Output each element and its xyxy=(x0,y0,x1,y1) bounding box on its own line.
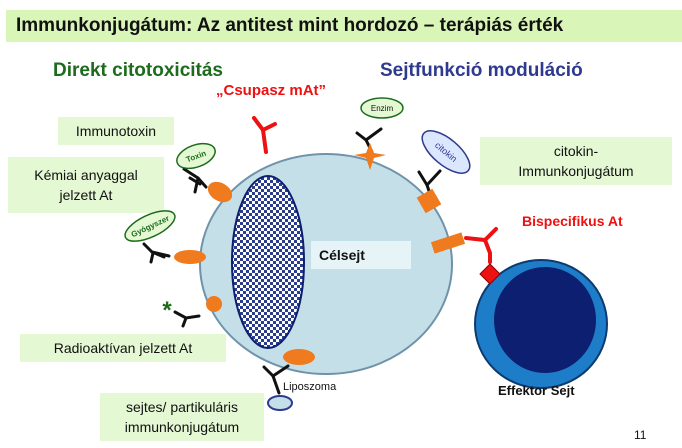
liposzoma-bead xyxy=(267,395,293,411)
label-effektor-sejt: Effektor Sejt xyxy=(498,383,575,398)
box-radioaktivan-jelzett: Radioaktívan jelzett At xyxy=(20,334,226,362)
csupasz-antibody xyxy=(252,116,277,154)
radioaktiv-star-icon: * xyxy=(162,297,172,324)
liposzoma-payload xyxy=(283,349,315,365)
slide-title: Immunkonjugátum: Az antitest mint hordoz… xyxy=(6,10,682,42)
heading-direkt-citotoxicitas: Direkt citotoxicitás xyxy=(53,60,223,81)
box-sejtes-partikularis: sejtes/ partikuláris immunkonjugátum xyxy=(100,393,264,441)
radioaktiv-antibody xyxy=(173,310,201,328)
toxin-oval xyxy=(176,142,216,170)
target-cell-nucleus xyxy=(231,175,305,349)
citokin-oval xyxy=(421,130,471,174)
label-bispecifikus-at: Bispecifikus At xyxy=(522,213,623,229)
label-celsejt: Célsejt xyxy=(311,241,411,269)
bispecifikus-antibody xyxy=(464,227,498,264)
box-citokin-immunkonjugatum: citokin- Immunkonjugátum xyxy=(480,137,672,185)
enzim-star-payload xyxy=(354,143,386,170)
box-immunotoxin: Immunotoxin xyxy=(58,117,174,145)
heading-sejtfunkcio-modulacio: Sejtfunkció moduláció xyxy=(380,60,583,81)
toxin-payload xyxy=(207,181,233,203)
gyogyszer-antibody xyxy=(142,242,171,264)
bispecifikus-orange-payload xyxy=(430,232,466,254)
gyogyszer-payload xyxy=(174,250,206,264)
bispecifikus-red-diamond xyxy=(479,263,501,285)
gyogyszer-oval xyxy=(124,210,176,242)
label-csupasz-mat: „Csupasz mAt” xyxy=(216,82,327,99)
label-liposzoma: Liposzoma xyxy=(283,381,337,393)
liposzoma-antibody xyxy=(262,364,290,395)
immunotoxin-antibody xyxy=(182,167,208,194)
page-number: 11 xyxy=(634,428,647,442)
effektor-cell-nucleus xyxy=(494,267,596,373)
enzim-oval-label: Enzim xyxy=(371,104,394,113)
box-kemiai-anyaggal-jelzett: Kémiai anyaggal jelzett At xyxy=(8,157,164,213)
citokin-payload xyxy=(416,188,442,214)
radioaktiv-payload xyxy=(206,296,222,312)
enzim-oval xyxy=(360,97,404,119)
